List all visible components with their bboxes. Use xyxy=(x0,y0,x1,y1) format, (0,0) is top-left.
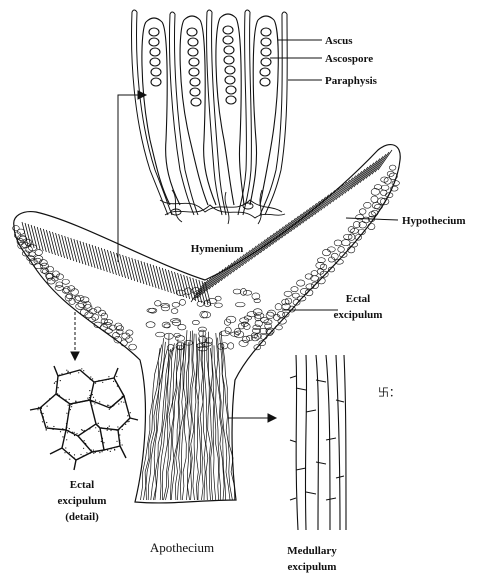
label-detail-3: (detail) xyxy=(65,511,99,523)
label-detail-2: excipulum xyxy=(58,495,107,507)
label-ascospore: Ascospore xyxy=(325,53,373,65)
label-hypothecium: Hypothecium xyxy=(402,215,466,227)
medullary-pointer xyxy=(228,414,276,422)
label-ectal-1: Ectal xyxy=(346,293,370,305)
label-ascus: Ascus xyxy=(325,35,353,47)
label-medullary-1: Medullary xyxy=(287,545,337,557)
ectal-excipulum-detail xyxy=(30,366,138,470)
stray-mark: 卐： xyxy=(378,386,400,399)
label-medullary-2: excipulum xyxy=(288,561,337,573)
ascus-3 xyxy=(216,14,244,205)
label-apothecium: Apothecium xyxy=(150,540,214,555)
detail-pointer xyxy=(71,312,79,360)
label-ectal-2: excipulum xyxy=(334,309,383,321)
ascus-2 xyxy=(180,16,216,205)
apothecium-outline xyxy=(14,145,400,503)
apothecium-section xyxy=(13,145,401,503)
hymenium-detail xyxy=(132,10,288,224)
medullary-excipulum-detail xyxy=(290,355,346,530)
label-detail-1: Ectal xyxy=(70,479,94,491)
hymenium-pointer xyxy=(118,91,146,262)
label-hymenium: Hymenium xyxy=(191,243,244,255)
label-paraphysis: Paraphysis xyxy=(325,75,378,87)
